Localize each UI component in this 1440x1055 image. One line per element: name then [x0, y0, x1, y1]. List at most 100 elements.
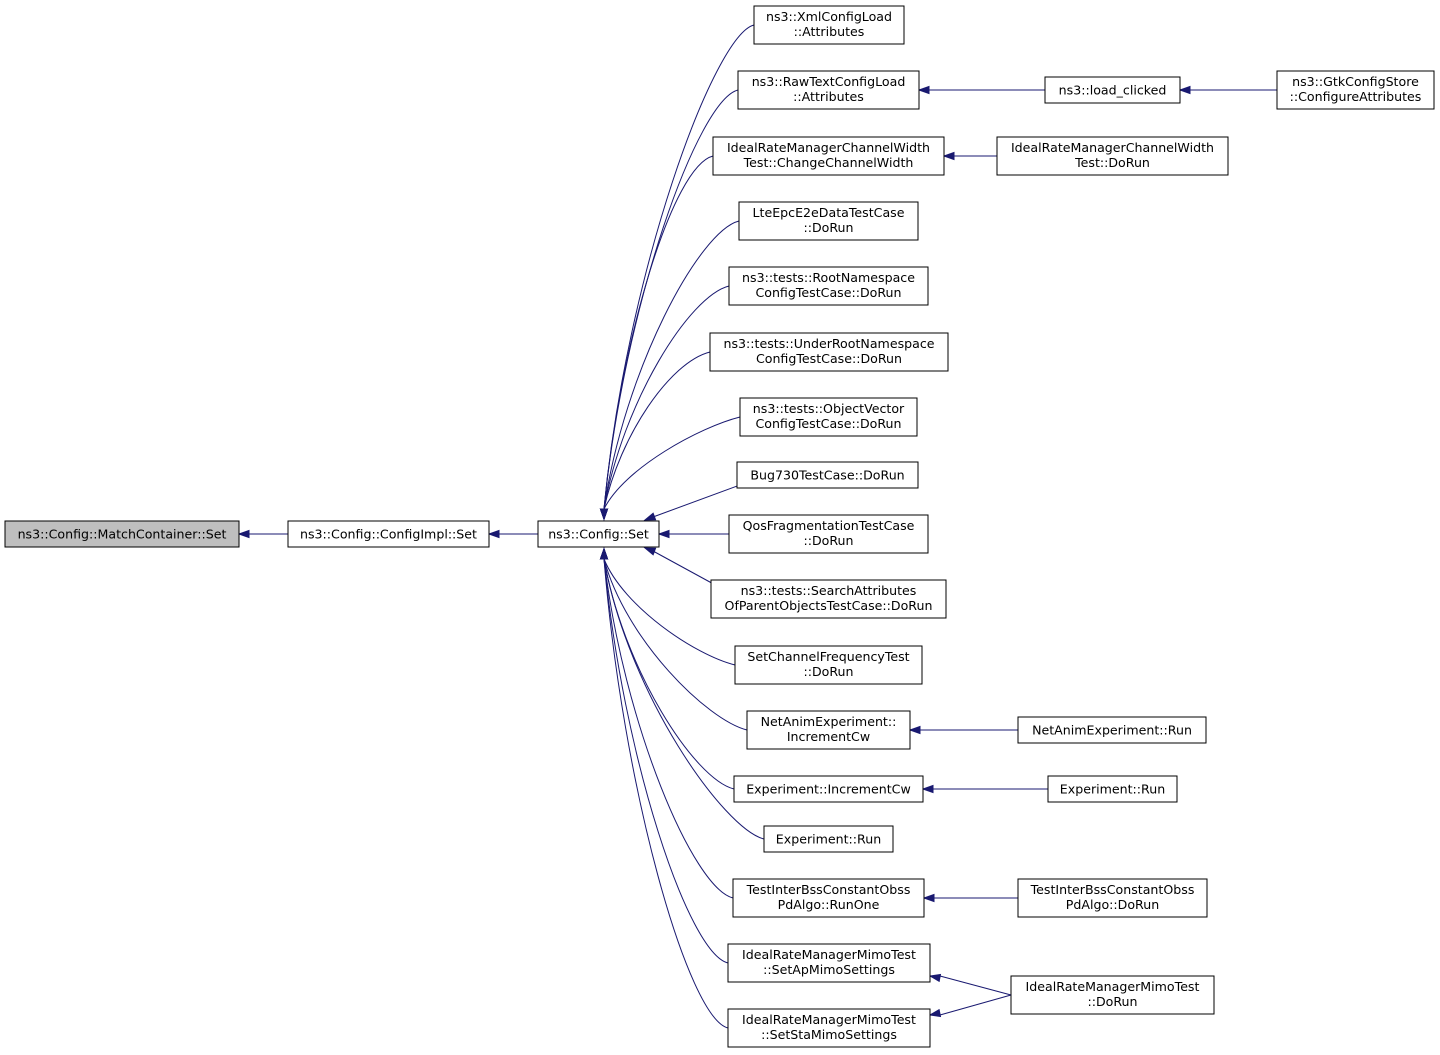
- edge-config_set-to-config_impl_set: [487, 529, 538, 539]
- arrow-head: [928, 1008, 942, 1018]
- node-xml-load[interactable]: ns3::XmlConfigLoad::Attributes: [753, 5, 905, 45]
- node-box: [746, 710, 911, 750]
- node-box: [734, 645, 923, 685]
- node-qos-frag[interactable]: QosFragmentationTestCase::DoRun: [728, 514, 929, 554]
- arrow-head: [657, 529, 670, 539]
- node-label-line: PdAlgo::RunOne: [778, 897, 880, 912]
- node-label-line: ns3::Config::MatchContainer::Set: [18, 527, 227, 542]
- node-box: [753, 5, 905, 45]
- node-label-line: ns3::tests::ObjectVector: [753, 401, 905, 416]
- node-label-line: ::DoRun: [803, 664, 853, 679]
- node-netanim-inc[interactable]: NetAnimExperiment::IncrementCw: [746, 710, 911, 750]
- node-label-line: ::DoRun: [803, 220, 853, 235]
- node-config-set[interactable]: ns3::Config::Set: [537, 520, 660, 548]
- node-box: [4, 520, 240, 548]
- node-box: [287, 520, 490, 548]
- arrow-head: [1178, 85, 1191, 95]
- node-label-line: ns3::tests::RootNamespace: [742, 270, 915, 285]
- node-label-line: ns3::tests::SearchAttributes: [741, 583, 917, 598]
- node-gtk-store[interactable]: ns3::GtkConfigStore::ConfigureAttributes: [1276, 70, 1435, 110]
- node-label-line: IdealRateManagerChannelWidth: [727, 140, 930, 155]
- node-box: [733, 775, 924, 803]
- node-box: [727, 1008, 931, 1048]
- node-label-line: LteEpcE2eDataTestCase: [753, 205, 905, 220]
- node-raw-load[interactable]: ns3::RawTextConfigLoad::Attributes: [737, 70, 920, 110]
- node-label-line: ::DoRun: [1087, 994, 1137, 1009]
- node-label-line: IdealRateManagerMimoTest: [1026, 979, 1200, 994]
- node-label-line: OfParentObjectsTestCase::DoRun: [725, 598, 933, 613]
- edge-root_ns-to-config_set: [599, 285, 730, 521]
- edge-line: [603, 558, 729, 1029]
- node-label-line: ConfigTestCase::DoRun: [756, 351, 902, 366]
- node-box: [996, 136, 1229, 176]
- node-exp-inc[interactable]: Experiment::IncrementCw: [733, 775, 924, 803]
- edge-exp_run_right-to-exp_inc: [921, 784, 1048, 794]
- node-label-line: ::Attributes: [794, 24, 865, 39]
- node-exp-run-mid[interactable]: Experiment::Run: [763, 825, 894, 853]
- node-mimo-dorun[interactable]: IdealRateManagerMimoTest::DoRun: [1010, 975, 1215, 1015]
- node-label-line: ns3::RawTextConfigLoad: [752, 74, 906, 89]
- node-lte-e2e[interactable]: LteEpcE2eDataTestCase::DoRun: [738, 201, 919, 241]
- node-load-clicked[interactable]: ns3::load_clicked: [1044, 76, 1181, 104]
- edge-line: [939, 975, 1012, 996]
- node-set-channel-freq[interactable]: SetChannelFrequencyTest::DoRun: [734, 645, 923, 685]
- node-under-root-ns[interactable]: ns3::tests::UnderRootNamespaceConfigTest…: [709, 332, 949, 372]
- node-label-line: TestInterBssConstantObss: [746, 882, 911, 897]
- node-mimo-ap[interactable]: IdealRateManagerMimoTest::SetApMimoSetti…: [727, 943, 931, 983]
- node-label-line: ::Attributes: [793, 89, 864, 104]
- node-box: [709, 332, 949, 372]
- edge-line: [603, 155, 714, 510]
- node-netanim-run[interactable]: NetAnimExperiment::Run: [1017, 716, 1207, 744]
- node-label-line: ConfigTestCase::DoRun: [755, 285, 901, 300]
- arrow-head: [487, 529, 500, 539]
- arrow-head: [237, 529, 250, 539]
- node-label-line: ns3::tests::UnderRootNamespace: [723, 336, 934, 351]
- edge-gtk_store-to-load_clicked: [1178, 85, 1277, 95]
- arrow-head: [908, 725, 921, 735]
- edge-mimo_sta-to-config_set: [599, 547, 729, 1029]
- node-search-attr[interactable]: ns3::tests::SearchAttributesOfParentObje…: [710, 579, 947, 619]
- node-box: [738, 201, 919, 241]
- node-label-line: Experiment::IncrementCw: [746, 782, 911, 797]
- node-label-line: IdealRateManagerChannelWidth: [1011, 140, 1214, 155]
- node-label-line: ns3::load_clicked: [1059, 83, 1167, 98]
- node-box: [1017, 878, 1208, 918]
- node-label-line: Test::DoRun: [1074, 155, 1150, 170]
- edges: [237, 24, 1277, 1029]
- node-box: [727, 943, 931, 983]
- node-mimo-sta[interactable]: IdealRateManagerMimoTest::SetStaMimoSett…: [727, 1008, 931, 1048]
- edge-netanim_inc-to-config_set: [599, 547, 748, 731]
- node-label-line: Test::ChangeChannelWidth: [743, 155, 914, 170]
- node-box: [1017, 716, 1207, 744]
- node-label-line: ::DoRun: [803, 533, 853, 548]
- node-box: [737, 70, 920, 110]
- edge-line: [603, 558, 765, 840]
- node-box: [710, 579, 947, 619]
- arrow-head: [942, 151, 955, 161]
- node-box: [1010, 975, 1215, 1015]
- node-label-line: NetAnimExperiment::: [761, 714, 897, 729]
- node-irm-cw-change[interactable]: IdealRateManagerChannelWidthTest::Change…: [712, 136, 945, 176]
- node-object-vector[interactable]: ns3::tests::ObjectVectorConfigTestCase::…: [739, 397, 918, 437]
- node-box: [732, 878, 925, 918]
- edge-line: [603, 285, 730, 510]
- node-label-line: ::SetStaMimoSettings: [761, 1027, 897, 1042]
- node-label-line: TestInterBssConstantObss: [1030, 882, 1195, 897]
- node-label-line: ConfigTestCase::DoRun: [755, 416, 901, 431]
- edge-line: [603, 416, 741, 510]
- node-root-ns[interactable]: ns3::tests::RootNamespaceConfigTestCase:…: [728, 266, 929, 306]
- arrow-head: [921, 784, 934, 794]
- node-config-impl-set[interactable]: ns3::Config::ConfigImpl::Set: [287, 520, 490, 548]
- node-box: [728, 514, 929, 554]
- edge-line: [603, 351, 711, 510]
- node-bug730[interactable]: Bug730TestCase::DoRun: [736, 461, 919, 489]
- node-box: [712, 136, 945, 176]
- edge-netanim_run-to-netanim_inc: [908, 725, 1018, 735]
- node-root[interactable]: ns3::Config::MatchContainer::Set: [4, 520, 240, 548]
- node-exp-run-right[interactable]: Experiment::Run: [1047, 775, 1178, 803]
- edge-line: [603, 558, 734, 899]
- arrow-head: [928, 973, 942, 983]
